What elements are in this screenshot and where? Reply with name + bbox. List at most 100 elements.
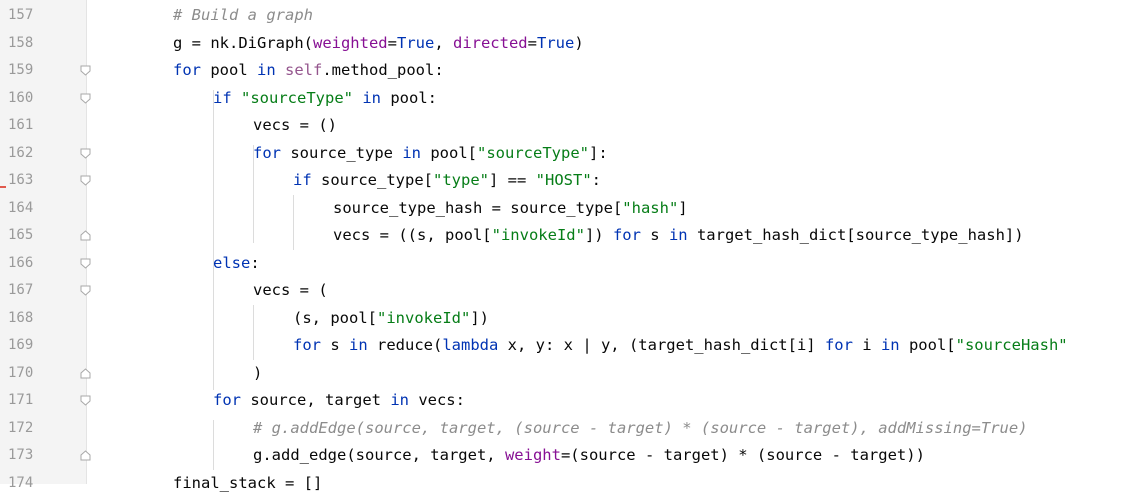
code-line[interactable]: 165 vecs = ((s, pool["invokeId"]) for s i… [0,222,1124,250]
code-text: for s in reduce(lambda x, y: x | y, (tar… [293,332,1068,360]
code-token: = [388,34,397,52]
code-token: , [434,34,453,52]
fold-open-icon[interactable] [80,285,91,296]
code-token: vecs: [409,391,465,409]
code-token: pool: [381,89,437,107]
code-token: : [250,254,259,272]
code-token: (s, pool[ [293,309,377,327]
code-token: "sourceType" [477,144,589,162]
code-text: vecs = ((s, pool["invokeId"]) for s in t… [333,222,1024,250]
code-text: for pool in self.method_pool: [173,57,444,85]
code-token: : [592,171,601,189]
code-token: "invokeId" [492,226,585,244]
code-token: ) [253,364,262,382]
code-token: for [173,61,201,79]
code-token: ]) [585,226,613,244]
fold-close-icon[interactable] [80,450,91,461]
code-token: source_type_hash = source_type[ [333,199,622,217]
line-number: 162 [8,140,48,168]
line-number: 174 [8,470,48,497]
code-token: .method_pool: [322,61,443,79]
code-text: final_stack = [] [173,470,322,497]
line-number: 171 [8,387,48,415]
code-token: in [390,391,409,409]
code-token: in [881,336,900,354]
code-token: ] == [489,171,536,189]
code-text: ) [253,360,262,388]
code-token: in [349,336,368,354]
line-number: 167 [8,277,48,305]
code-token: target_hash_dict[source_type_hash]) [688,226,1024,244]
line-number: 157 [8,2,48,30]
code-token: source_type [281,144,402,162]
fold-open-icon[interactable] [80,258,91,269]
code-token [232,89,241,107]
code-token: source, target [241,391,390,409]
code-token: "type" [433,171,489,189]
code-token: ]: [589,144,608,162]
code-token: directed [453,34,528,52]
code-token: self [285,61,322,79]
code-token: s [641,226,669,244]
line-number: 170 [8,360,48,388]
code-token: i [853,336,881,354]
fold-open-icon[interactable] [80,175,91,186]
code-token: for [213,391,241,409]
fold-open-icon[interactable] [80,65,91,76]
fold-close-icon[interactable] [80,368,91,379]
code-line[interactable]: 157 # Build a graph [0,2,1124,30]
line-number: 158 [8,30,48,58]
code-text: source_type_hash = source_type["hash"] [333,195,688,223]
code-token: final_stack = [] [173,474,322,492]
fold-open-icon[interactable] [80,395,91,406]
line-number: 160 [8,85,48,113]
code-text: if source_type["type"] == "HOST": [293,167,601,195]
code-token: pool[ [421,144,477,162]
code-token: for [293,336,321,354]
fold-open-icon[interactable] [80,148,91,159]
code-token: "HOST" [536,171,592,189]
line-number: 168 [8,305,48,333]
line-number: 165 [8,222,48,250]
code-token: lambda [442,336,498,354]
code-text: vecs = () [253,112,337,140]
fold-close-icon[interactable] [80,230,91,241]
code-text: # g.addEdge(source, target, (source - ta… [253,415,1028,443]
code-text: # Build a graph [173,2,313,30]
line-number: 169 [8,332,48,360]
code-token: reduce( [368,336,443,354]
code-token: True [537,34,574,52]
code-token: # Build a graph [173,6,313,24]
fold-open-icon[interactable] [80,93,91,104]
code-token: pool [201,61,257,79]
code-line[interactable]: 168(s, pool["invokeId"]) [0,305,1124,333]
code-token: for [613,226,641,244]
code-token: # g.addEdge(source, target, (source - ta… [253,419,1028,437]
line-number: 166 [8,250,48,278]
code-text: g.add_edge(source, target, weight=(sourc… [253,442,925,470]
code-token [353,89,362,107]
code-token: s [321,336,349,354]
code-token: ]) [470,309,489,327]
code-token: x, y: x | y, (target_hash_dict[i] [498,336,825,354]
code-line[interactable]: 172# g.addEdge(source, target, (source -… [0,415,1124,443]
code-line[interactable]: 174 final_stack = [] [0,470,1124,497]
code-line[interactable]: 170) [0,360,1124,388]
code-token: for [825,336,853,354]
code-line[interactable]: 169 for s in reduce(lambda x, y: x | y, (… [0,332,1124,360]
code-token: "hash" [622,199,678,217]
code-line[interactable]: 163 if source_type["type"] == "HOST": [0,167,1124,195]
code-token: if [293,171,312,189]
line-number: 163 [8,167,48,195]
code-token [276,61,285,79]
code-line[interactable]: 171 for source, target in vecs: [0,387,1124,415]
